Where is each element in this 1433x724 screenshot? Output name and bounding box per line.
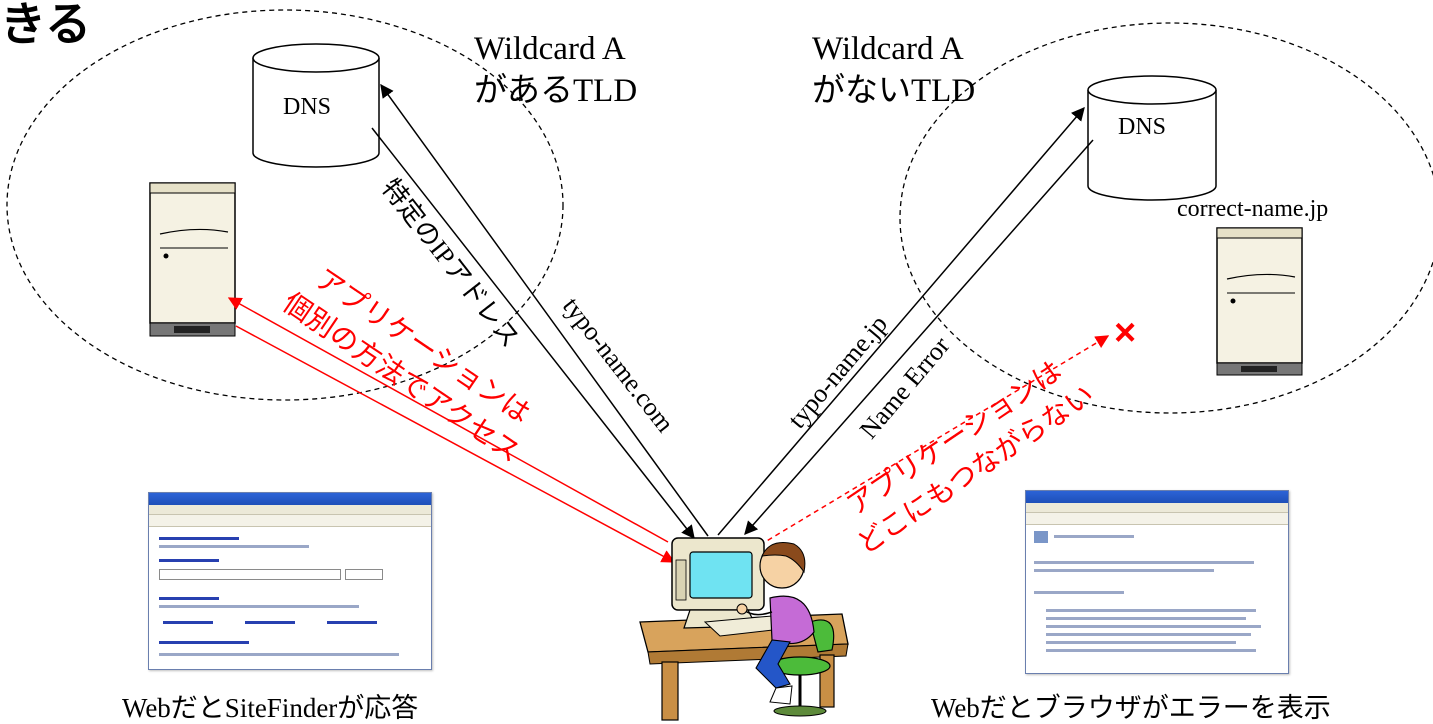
right-tld-label-line1: Wildcard A	[812, 31, 964, 67]
user-at-computer-icon	[639, 537, 849, 721]
left-dns-cylinder-icon	[252, 43, 380, 168]
right-tld-label-line2: がないTLD	[812, 73, 976, 109]
caption-sitefinder: WebだとSiteFinderが応答	[122, 693, 419, 723]
error-page-menubar	[1026, 503, 1288, 513]
right-dns-label: DNS	[1118, 114, 1167, 140]
name-error-arrow	[744, 139, 1094, 536]
sitefinder-addressbar	[149, 515, 431, 527]
error-page-addressbar	[1026, 513, 1288, 525]
app-access-arrow-up	[227, 297, 669, 543]
correct-server-icon	[1216, 227, 1303, 376]
fail-mark: ×	[1114, 312, 1137, 354]
heading-fragment: きる	[0, 0, 92, 50]
sitefinder-screenshot	[148, 492, 432, 670]
app-access-arrow-down	[235, 325, 676, 563]
left-tld-label-line1: Wildcard A	[474, 31, 626, 67]
sitefinder-menubar	[149, 505, 431, 515]
app-noconnect-arrow	[759, 335, 1110, 546]
sitefinder-titlebar	[149, 493, 431, 505]
correct-host-label: correct-name.jp	[1177, 196, 1329, 222]
right-tld-label: Wildcard A がないTLD	[812, 28, 975, 112]
left-server-icon	[149, 182, 236, 337]
right-tld-region	[899, 22, 1433, 414]
query-jp-arrow	[717, 106, 1085, 536]
browser-error-screenshot	[1025, 490, 1289, 674]
specific-ip-arrow	[371, 127, 695, 540]
left-dns-label: DNS	[283, 94, 332, 120]
caption-browser-error: Webだとブラウザがエラーを表示	[931, 693, 1331, 723]
left-tld-label: Wildcard A があるTLD	[474, 28, 637, 112]
error-page-titlebar	[1026, 491, 1288, 503]
query-com-arrow	[380, 83, 709, 537]
right-dns-cylinder-icon	[1087, 75, 1217, 201]
left-tld-region	[6, 9, 564, 401]
left-tld-label-line2: があるTLD	[474, 73, 638, 109]
